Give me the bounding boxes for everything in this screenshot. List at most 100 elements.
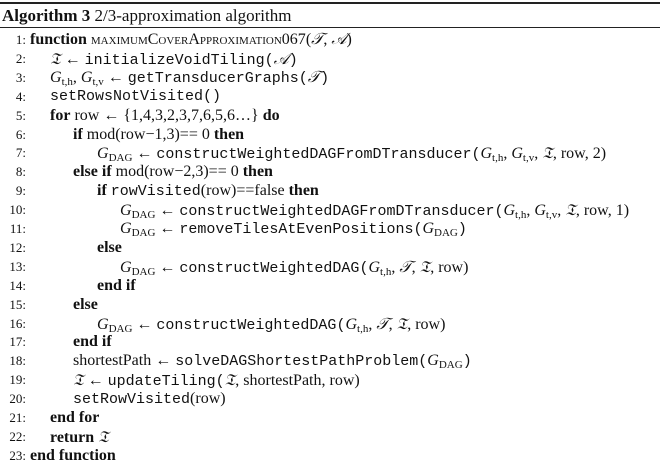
- arg: 2: [592, 145, 601, 163]
- call: updateTiling: [107, 373, 216, 391]
- call: constructWeightedDAGFromDTransducer: [156, 146, 472, 164]
- symbol-G: G: [534, 202, 546, 220]
- var-row: row: [329, 372, 355, 390]
- symbol-G: G: [50, 68, 62, 86]
- call: solveDAGShortestPathProblem: [175, 353, 419, 371]
- keyword: else if: [73, 163, 112, 181]
- subscript: DAG: [108, 152, 133, 165]
- subscript: DAG: [434, 227, 458, 239]
- symbol-G: G: [503, 202, 516, 220]
- keyword: end if: [73, 333, 112, 351]
- keyword: if: [97, 182, 107, 200]
- var-row: row: [195, 390, 221, 408]
- subscript: t,h: [492, 152, 504, 165]
- line-number: 17:: [9, 334, 26, 350]
- line-number: 21:: [9, 410, 26, 425]
- line-number: 6:: [15, 126, 26, 142]
- symbol-G: G: [368, 258, 381, 276]
- line-number: 10:: [9, 202, 26, 218]
- assign-arrow: ←: [136, 145, 153, 163]
- keyword: if: [73, 125, 83, 143]
- keyword: then: [242, 163, 273, 181]
- symbol-calT: 𝒯: [311, 31, 324, 48]
- line-number: 4:: [15, 88, 26, 104]
- call: rowVisited: [110, 183, 201, 201]
- var-row: row: [438, 258, 464, 276]
- function-name: maximumCoverApproximation067: [90, 31, 306, 48]
- assign-arrow: ←: [136, 315, 153, 333]
- top-rule: [0, 2, 660, 4]
- caption-rule: [0, 27, 660, 28]
- subscript: t,v: [545, 209, 558, 222]
- symbol-calT: 𝒯: [399, 258, 412, 276]
- subscript: DAG: [108, 322, 133, 335]
- subscript: t,v: [92, 75, 104, 88]
- arg: 1: [615, 202, 624, 220]
- symbol-G: G: [120, 258, 132, 276]
- line-number: 12:: [9, 239, 26, 255]
- var-row: row: [560, 145, 585, 163]
- keyword: do: [262, 106, 280, 124]
- keyword: else: [97, 238, 122, 256]
- keyword: return: [50, 428, 95, 446]
- symbol-G: G: [427, 352, 439, 370]
- symbol-G: G: [120, 220, 132, 237]
- symbol-frakT: 𝔗: [542, 143, 553, 163]
- subscript: t,h: [61, 75, 73, 88]
- symbol-frakT: 𝔗: [396, 313, 408, 333]
- call: initializeVoidTiling: [84, 51, 265, 69]
- var-shortestPath: shortestPath: [243, 372, 322, 390]
- symbol-G: G: [97, 145, 109, 163]
- subscript: DAG: [131, 227, 156, 239]
- call: removeTilesAtEvenPositions: [179, 221, 414, 238]
- subscript: t,h: [380, 265, 392, 278]
- call: constructWeightedDAGFromDTransducer: [179, 203, 495, 221]
- call: constructWeightedDAG: [179, 259, 360, 277]
- call: setRowVisited: [73, 391, 191, 409]
- line-number: 9:: [15, 183, 26, 199]
- row-set: {1,4,3,2,3,7,6,5,6…}: [123, 106, 259, 124]
- line-number: 1:: [15, 32, 26, 47]
- symbol-calA: 𝒜: [331, 31, 347, 48]
- subscript: t,h: [515, 209, 527, 222]
- line-number: 2:: [15, 50, 26, 66]
- line-number: 20:: [9, 391, 26, 407]
- line-number: 14:: [9, 277, 26, 293]
- symbol-G: G: [80, 68, 93, 86]
- var-row: row: [206, 182, 232, 200]
- call: setRowsNotVisited(): [50, 87, 222, 105]
- var-row: row: [415, 315, 441, 333]
- line-number: 16:: [9, 315, 26, 331]
- subscript: DAG: [438, 359, 463, 372]
- line-number: 11:: [9, 221, 26, 236]
- subscript: t,h: [357, 322, 369, 335]
- keyword: then: [213, 125, 245, 143]
- var-row: row: [583, 202, 608, 220]
- line-number: 18:: [9, 353, 26, 369]
- var-shortestPath: shortestPath: [73, 352, 152, 370]
- caption-label: Algorithm 3: [2, 6, 91, 25]
- assign-arrow: ←: [155, 352, 172, 370]
- subscript: DAG: [131, 265, 156, 278]
- condition: ==false: [236, 182, 285, 200]
- call: getTransducerGraphs: [127, 69, 299, 87]
- symbol-calT: 𝒯: [376, 315, 389, 333]
- keyword: end if: [97, 276, 136, 294]
- line-number: 22:: [9, 428, 26, 444]
- assign-arrow: ←: [107, 68, 124, 86]
- assign-arrow: ←: [103, 106, 120, 124]
- symbol-calA: 𝒜: [273, 50, 289, 68]
- assign-arrow: ←: [64, 50, 81, 68]
- assign-arrow: ←: [159, 220, 176, 237]
- symbol-G: G: [120, 202, 132, 220]
- symbol-calT: 𝒯: [307, 68, 321, 86]
- symbol-G: G: [511, 145, 523, 163]
- caption-title: 2/3-approximation algorithm: [94, 6, 292, 25]
- symbol-frakT: 𝔗: [50, 48, 61, 68]
- line-number: 5:: [15, 107, 26, 123]
- keyword: function: [30, 31, 87, 48]
- condition: mod(row−2,3)== 0: [115, 163, 239, 181]
- symbol-frakT: 𝔗: [565, 200, 576, 220]
- symbol-frakT: 𝔗: [73, 370, 84, 390]
- subscript: DAG: [131, 209, 156, 222]
